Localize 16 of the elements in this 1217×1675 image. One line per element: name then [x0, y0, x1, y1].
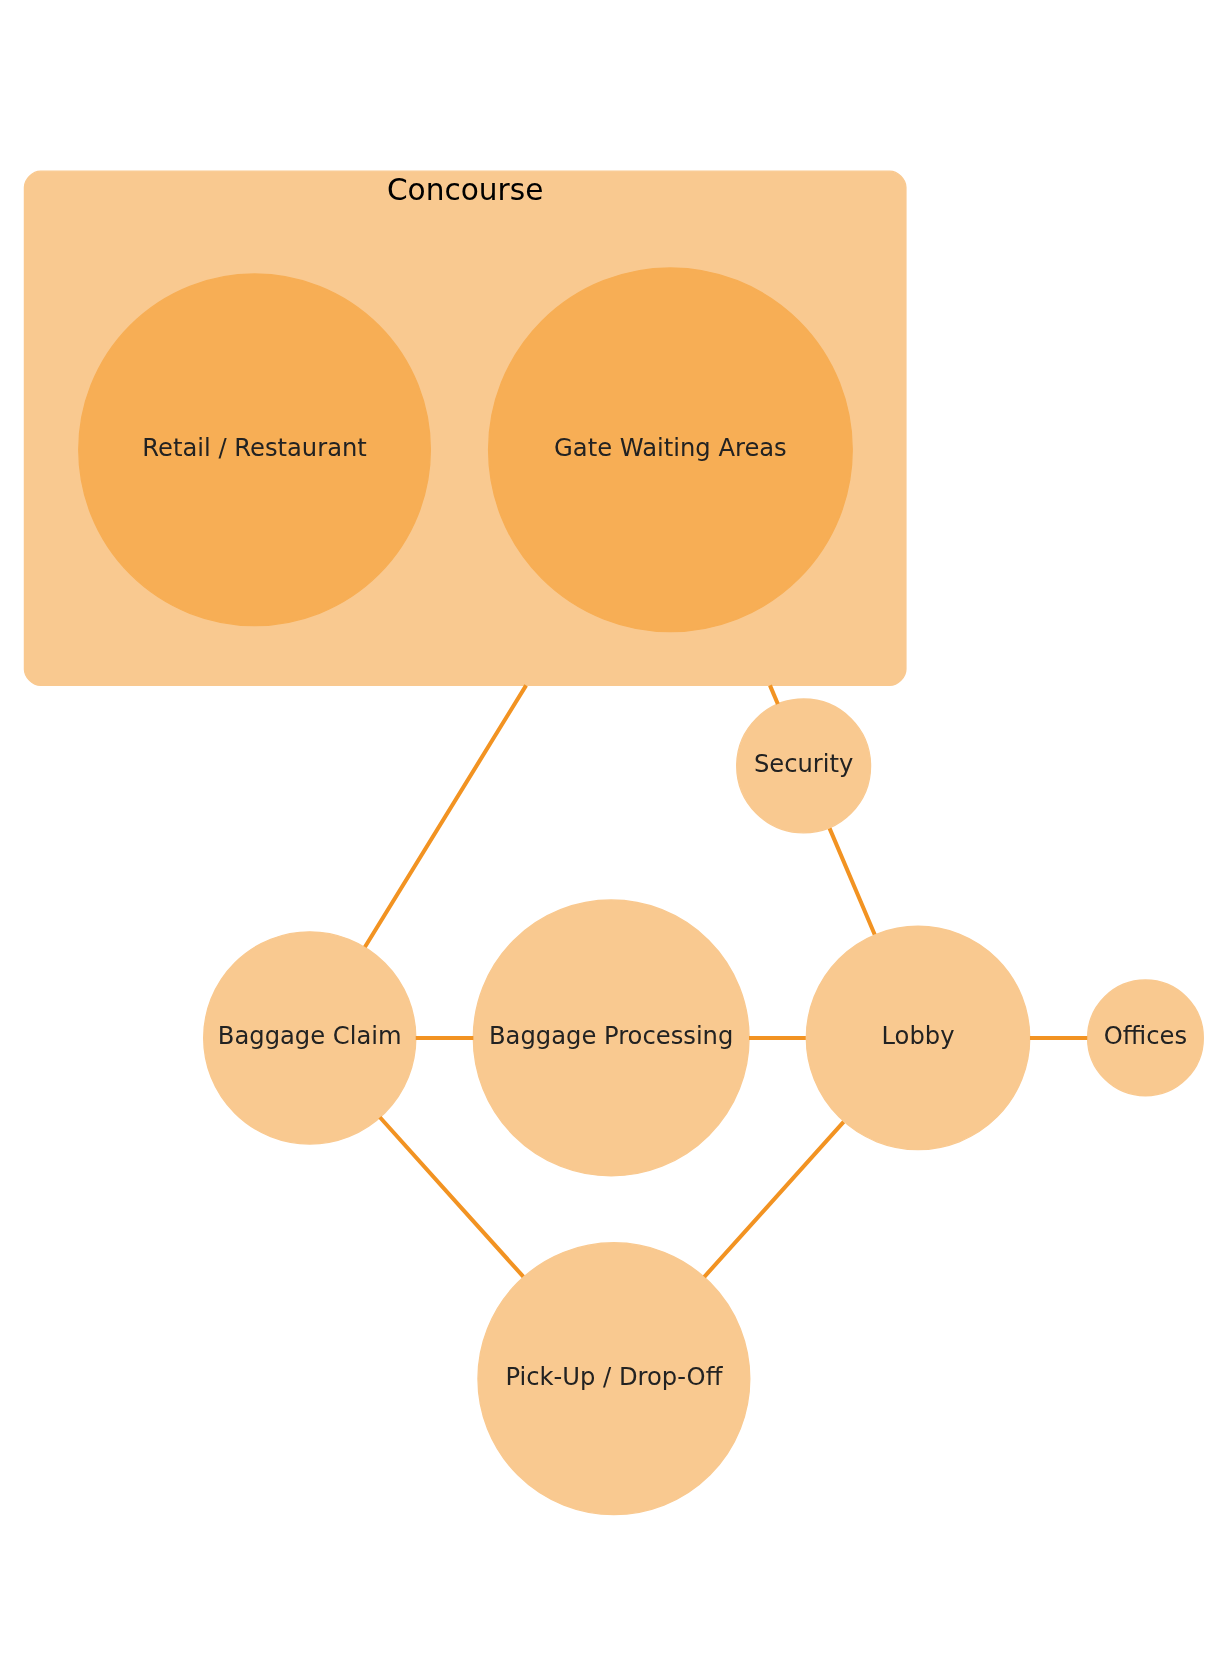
node-circle: Retail / Restaurant: [78, 273, 432, 627]
connector: [702, 1120, 846, 1279]
connector: [415, 1035, 474, 1040]
connector: [827, 827, 877, 936]
node-circle: Baggage Processing: [472, 899, 750, 1177]
node-circle: Pick-Up / Drop-Off: [477, 1242, 751, 1516]
connector: [768, 684, 780, 705]
connector: [378, 1115, 525, 1278]
node-circle: Offices: [1086, 979, 1204, 1097]
node-circle: Lobby: [805, 925, 1031, 1151]
node-circle: Baggage Claim: [203, 931, 417, 1145]
connector: [363, 684, 528, 949]
connector: [749, 1035, 806, 1040]
node-circle: Security: [736, 698, 872, 834]
connector: [1029, 1035, 1088, 1040]
node-circle: Gate Waiting Areas: [487, 267, 853, 633]
